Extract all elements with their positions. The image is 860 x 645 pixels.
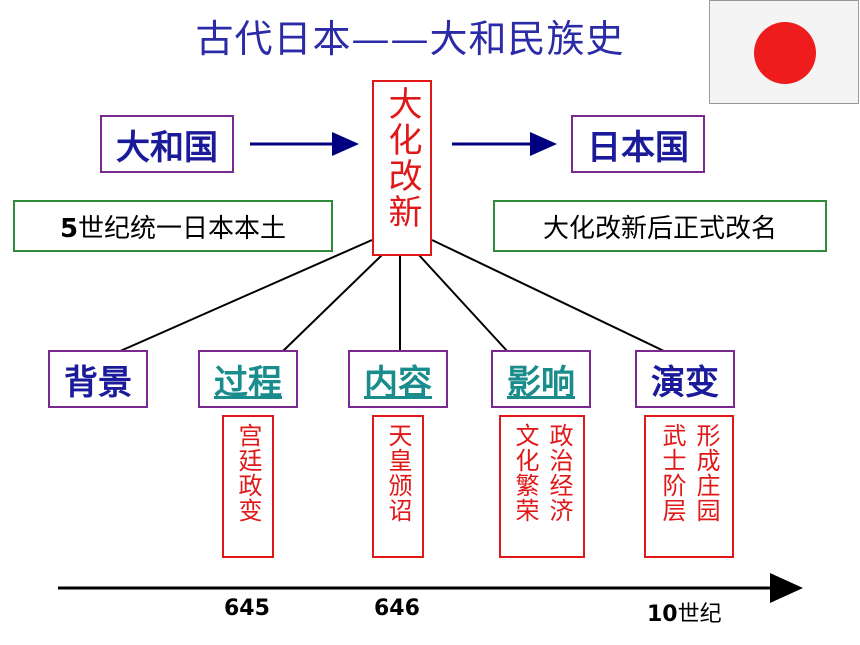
- timeline-century-unit: 世纪: [677, 602, 722, 627]
- detail-yingxiang-col2: 文化繁荣: [511, 423, 539, 523]
- nihon-label: 日本国: [587, 127, 689, 168]
- japan-flag-icon: [709, 0, 859, 104]
- center-label: 大化改新: [382, 86, 422, 230]
- branch-guocheng-link[interactable]: 过程: [214, 362, 282, 403]
- line-yingxiang: [417, 253, 509, 353]
- detail-neirong: 天皇颁诏: [372, 415, 424, 558]
- branch-beijing: 背景: [48, 350, 148, 408]
- line-guocheng: [281, 253, 384, 353]
- branch-beijing-label: 背景: [64, 362, 132, 403]
- timeline-label-645: 645: [224, 596, 270, 621]
- yamato-label: 大和国: [116, 127, 218, 168]
- detail-yanbian: 形成庄园 武士阶层: [644, 415, 734, 558]
- left-note-box: 5世纪统一日本本土: [13, 200, 333, 252]
- branch-yingxiang-link[interactable]: 影响: [507, 362, 575, 403]
- branch-guocheng[interactable]: 过程: [198, 350, 298, 408]
- timeline-label-10th-century: 10世纪: [647, 596, 722, 628]
- detail-yanbian-col1: 形成庄园: [692, 423, 720, 523]
- yamato-box: 大和国: [100, 115, 234, 173]
- detail-yanbian-col2: 武士阶层: [658, 423, 686, 523]
- nihon-box: 日本国: [571, 115, 705, 173]
- detail-neirong-text: 天皇颁诏: [384, 423, 412, 523]
- center-box: 大化改新: [372, 80, 432, 256]
- line-beijing: [117, 239, 373, 353]
- right-note-text: 大化改新后正式改名: [542, 213, 777, 244]
- right-note-box: 大化改新后正式改名: [493, 200, 827, 252]
- detail-yingxiang-col1: 政治经济: [545, 423, 573, 523]
- branch-yingxiang[interactable]: 影响: [491, 350, 591, 408]
- left-note-number: 5: [59, 213, 79, 244]
- branch-yanbian-label: 演变: [651, 362, 719, 403]
- page-title: 古代日本——大和民族史: [195, 17, 625, 61]
- detail-guocheng-text: 宫廷政变: [234, 423, 262, 523]
- timeline-label-646: 646: [374, 596, 420, 621]
- line-yanbian: [431, 239, 667, 353]
- branch-neirong-link[interactable]: 内容: [364, 362, 432, 403]
- timeline-century-number: 10: [647, 602, 678, 627]
- branch-neirong[interactable]: 内容: [348, 350, 448, 408]
- branch-yanbian: 演变: [635, 350, 735, 408]
- detail-guocheng: 宫廷政变: [222, 415, 274, 558]
- detail-yingxiang: 政治经济 文化繁荣: [499, 415, 585, 558]
- left-note-text: 世纪统一日本本土: [78, 213, 287, 244]
